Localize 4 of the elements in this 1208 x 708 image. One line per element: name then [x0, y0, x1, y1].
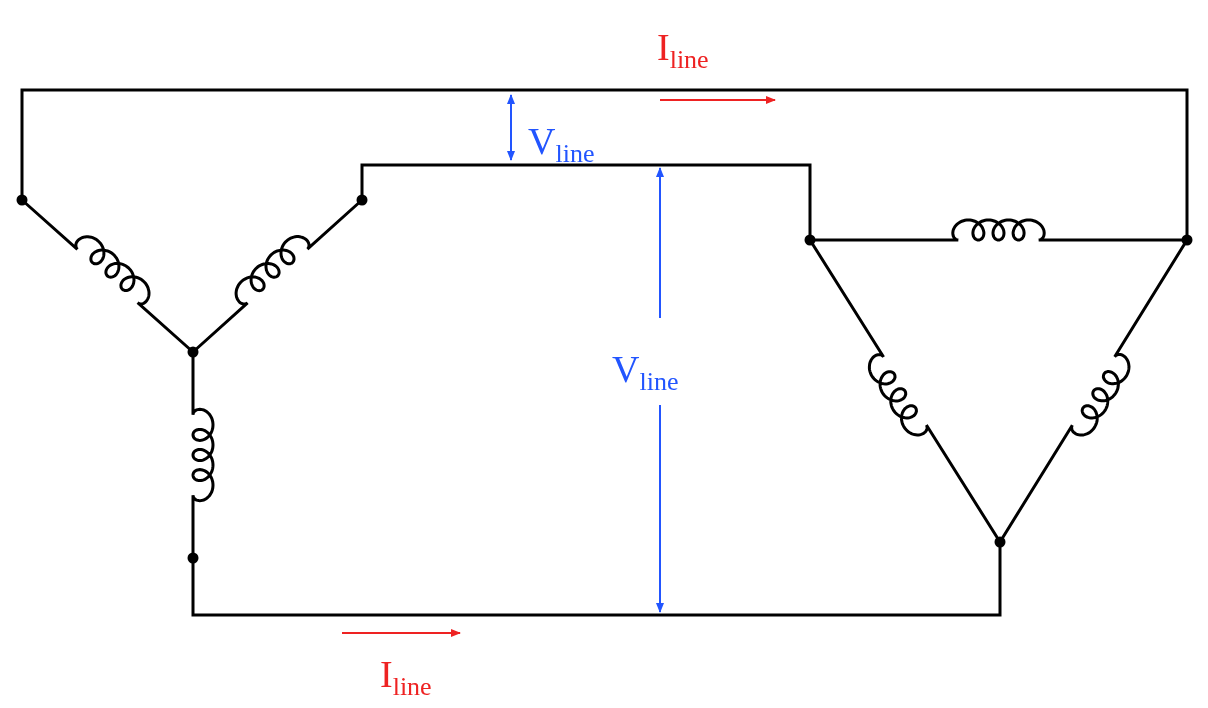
current-label: I$_{line}$: [380, 655, 432, 700]
current-label: I$_{line}$: [657, 28, 709, 73]
voltage-label: V$_{line}$: [612, 350, 679, 395]
voltage-label: V$_{line}$: [528, 122, 595, 167]
